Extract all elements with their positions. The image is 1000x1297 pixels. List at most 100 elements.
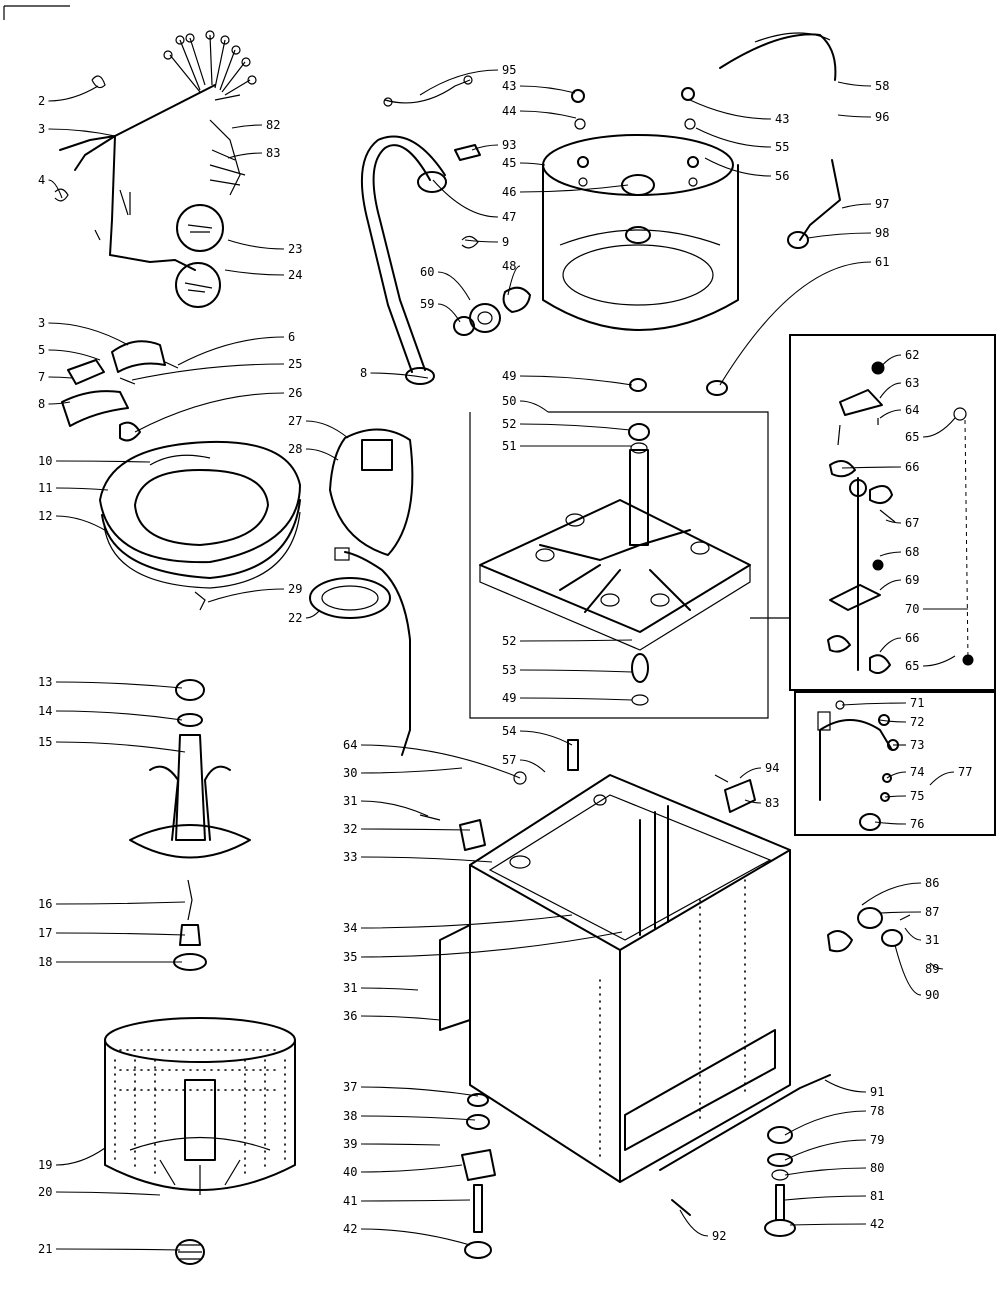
callout-label: 98	[875, 226, 889, 240]
callout-83: 83	[744, 796, 779, 810]
leader-line	[227, 152, 263, 159]
callout-label: 76	[910, 817, 924, 831]
callout-3: 3	[38, 122, 116, 137]
leader-line	[879, 637, 902, 653]
grommet-61	[706, 380, 728, 396]
callout-66: 66	[841, 460, 919, 474]
agitator-assembly	[129, 679, 251, 971]
callout-layer: 2348283232436525726827102811122922131415…	[38, 63, 972, 1256]
leader-line	[879, 719, 907, 723]
leader-line	[679, 1209, 709, 1237]
callout-label: 82	[266, 118, 280, 132]
callout-90: 90	[894, 944, 939, 1002]
leader-line	[519, 697, 633, 701]
leader-line	[519, 375, 633, 386]
cabinet-hardware	[419, 739, 579, 851]
callout-label: 3	[38, 316, 45, 330]
leader-line	[519, 730, 573, 746]
callout-89: 89	[925, 962, 944, 976]
top-cover-ring	[99, 440, 301, 611]
leader-line	[55, 515, 109, 533]
callout-73: 73	[893, 738, 924, 752]
callout-6: 6	[177, 330, 295, 366]
leader-line	[922, 655, 956, 667]
callout-label: 66	[905, 460, 919, 474]
callout-label: 50	[502, 394, 516, 408]
leader-line	[360, 1143, 441, 1146]
callout-label: 68	[905, 545, 919, 559]
callout-51: 51	[502, 439, 632, 453]
leader-line	[519, 85, 576, 94]
callout-55: 55	[695, 127, 789, 154]
leader-line	[360, 987, 419, 991]
leader-line	[807, 232, 872, 239]
callout-label: 52	[502, 417, 516, 431]
leader-line	[784, 1167, 867, 1176]
callout-label: 87	[925, 905, 939, 919]
callout-label: 9	[502, 235, 509, 249]
callout-label: 24	[288, 268, 302, 282]
callout-62: 62	[879, 348, 919, 369]
callout-label: 34	[343, 921, 357, 935]
leader-line	[360, 1199, 471, 1202]
callout-label: 53	[502, 663, 516, 677]
callout-69: 69	[879, 573, 919, 591]
callout-42: 42	[343, 1222, 471, 1246]
lid-switch-shield	[329, 428, 414, 556]
outer-tub	[542, 87, 739, 331]
callout-label: 28	[288, 442, 302, 456]
leader-line	[177, 336, 285, 366]
leader-line	[207, 588, 285, 603]
callout-label: 91	[870, 1085, 884, 1099]
leader-line	[55, 681, 183, 689]
leader-line	[519, 184, 629, 193]
leader-line	[789, 1223, 867, 1226]
leader-line	[305, 420, 349, 439]
callout-label: 70	[905, 602, 919, 616]
callout-label: 29	[288, 582, 302, 596]
callout-11: 11	[38, 481, 109, 495]
callout-47: 47	[432, 179, 516, 224]
callout-91: 91	[824, 1079, 884, 1099]
callout-label: 57	[502, 753, 516, 767]
suspension-box	[789, 334, 996, 691]
callout-label: 52	[502, 634, 516, 648]
callout-22: 22	[288, 609, 321, 625]
callout-label: 64	[905, 403, 919, 417]
callout-label: 44	[502, 104, 516, 118]
callout-75: 75	[884, 789, 924, 803]
callout-label: 14	[38, 704, 52, 718]
callout-72: 72	[879, 715, 924, 729]
callout-52: 52	[502, 417, 631, 431]
callout-57: 57	[502, 753, 546, 773]
leader-line	[360, 931, 623, 958]
callout-50: 50	[502, 394, 549, 413]
callout-label: 54	[502, 724, 516, 738]
wire-95	[383, 75, 473, 107]
leader-line	[784, 1110, 867, 1136]
callout-2: 2	[38, 85, 99, 108]
callout-8: 8	[360, 366, 429, 380]
callout-label: 12	[38, 509, 52, 523]
callout-19: 19	[38, 1147, 106, 1172]
callout-14: 14	[38, 704, 183, 721]
leader-line	[55, 487, 109, 491]
leader-line	[784, 1195, 867, 1201]
clip-93	[454, 144, 481, 161]
leader-line	[879, 382, 902, 399]
callout-label: 40	[343, 1165, 357, 1179]
leader-line	[360, 1015, 441, 1021]
callout-label: 93	[502, 138, 516, 152]
leader-line	[841, 702, 907, 706]
leveling-leg-left	[461, 1093, 496, 1259]
leader-line	[55, 901, 186, 905]
callout-label: 61	[875, 255, 889, 269]
callout-label: 47	[502, 210, 516, 224]
callout-label: 83	[266, 146, 280, 160]
leader-line	[689, 99, 772, 120]
leader-line	[841, 466, 902, 469]
leader-line	[55, 741, 186, 753]
leader-line	[48, 322, 129, 346]
pump-parts	[453, 235, 531, 336]
lid-hinge-parts	[61, 340, 179, 442]
